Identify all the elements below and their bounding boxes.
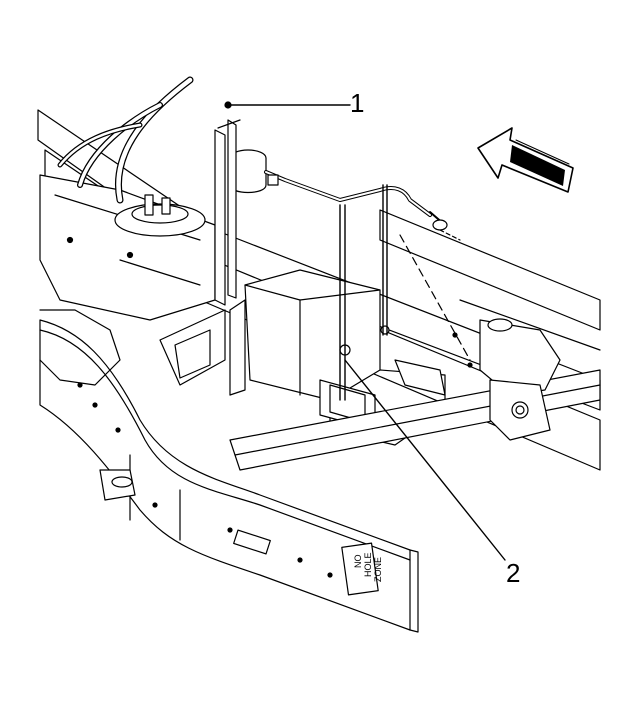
callout-1-label: 1: [350, 88, 365, 118]
fuel-tank: [39, 174, 216, 321]
install-dashed-lines: [399, 229, 471, 361]
stamp-line-3: ZONE: [373, 557, 383, 582]
no-hole-zone-stamp: NO HOLE ZONE: [341, 542, 383, 596]
vent-canister: [229, 149, 448, 231]
callout-2-label: 2: [506, 558, 521, 588]
main-frame-rail: [39, 309, 419, 633]
forward-direction-arrow-icon: [477, 127, 574, 193]
leader-lines: [224, 101, 506, 561]
support-straps: [339, 184, 388, 401]
filler-hoses: [57, 76, 194, 204]
stamp-line-1: NO: [353, 555, 363, 569]
stamp-line-2: HOLE: [363, 552, 373, 577]
mounting-bracket: [214, 119, 241, 306]
right-frame-bracket: [452, 318, 561, 441]
